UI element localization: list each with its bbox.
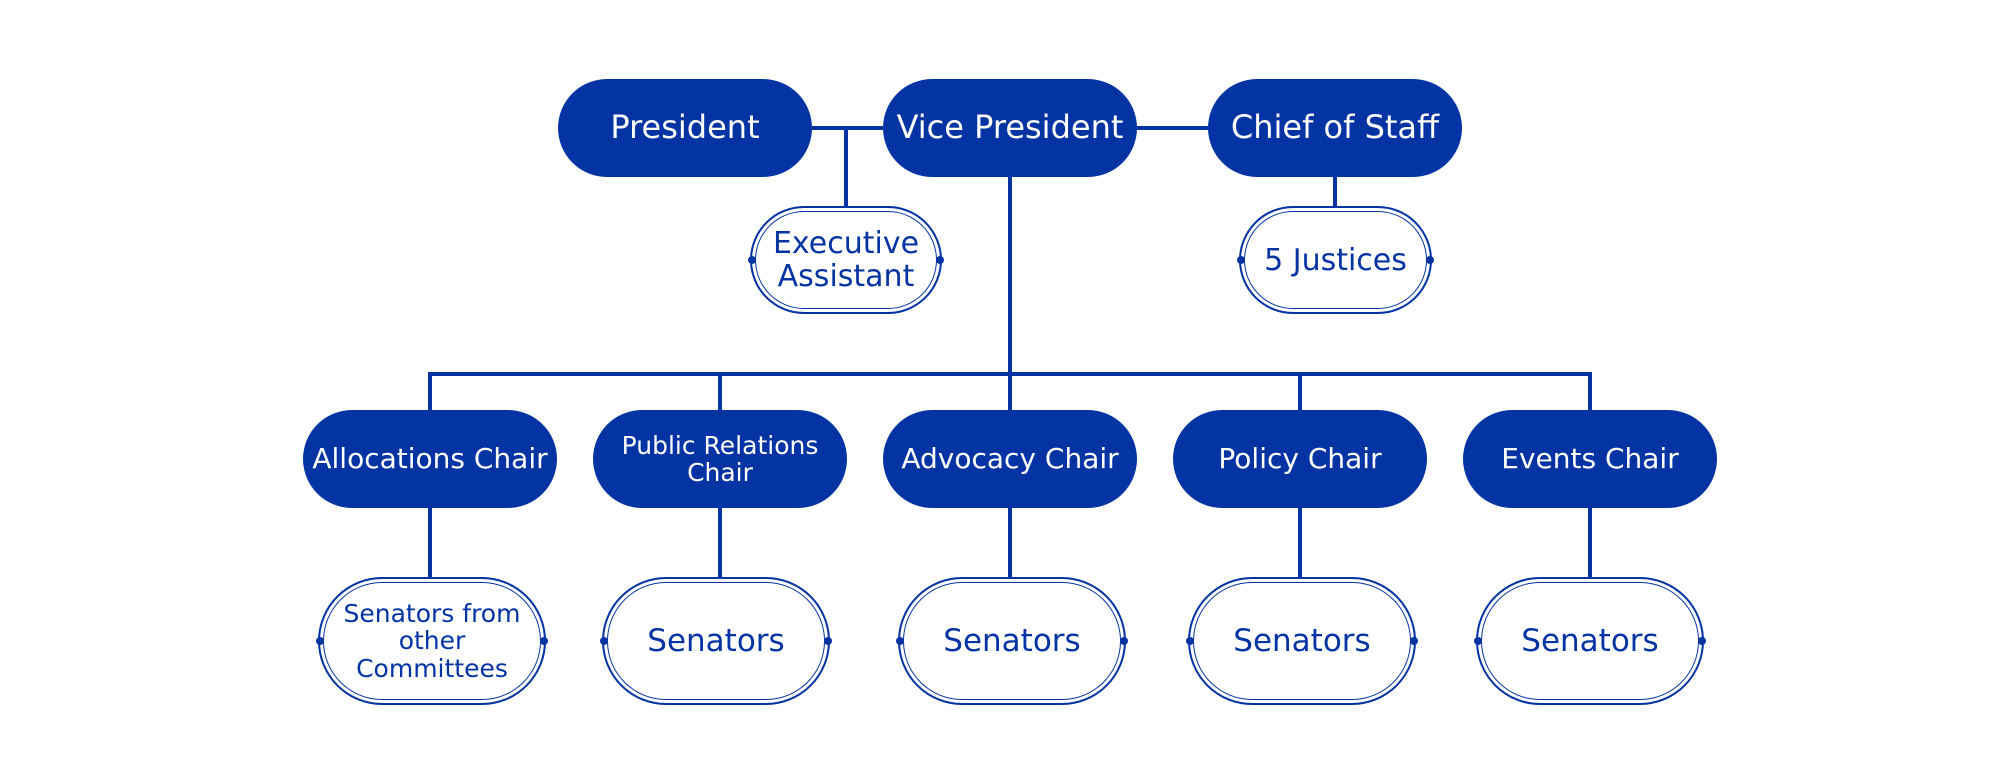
president-label: President bbox=[610, 108, 760, 147]
members-label: Senators bbox=[943, 622, 1081, 659]
allocations-members-node: Senators from other Committees bbox=[316, 577, 548, 705]
node-dot bbox=[1237, 256, 1245, 264]
executive-assistant-label: Executive Assistant bbox=[772, 226, 920, 294]
chief-of-staff-node: Chief of Staff bbox=[1208, 79, 1462, 177]
chief-of-staff-label: Chief of Staff bbox=[1230, 108, 1440, 147]
node-dot bbox=[1426, 256, 1434, 264]
node-dot bbox=[824, 637, 832, 645]
chair-label: Events Chair bbox=[1501, 441, 1679, 475]
node-dot bbox=[316, 637, 324, 645]
justices-label: 5 Justices bbox=[1264, 242, 1407, 278]
node-dot bbox=[1698, 637, 1706, 645]
events-members-node: Senators bbox=[1474, 577, 1706, 705]
events-chair-node: Events Chair bbox=[1463, 410, 1717, 508]
advocacy-chair-node: Advocacy Chair bbox=[883, 410, 1137, 508]
executive-assistant-node: Executive Assistant bbox=[748, 206, 944, 314]
node-dot bbox=[936, 256, 944, 264]
node-dot bbox=[1474, 637, 1482, 645]
chair-label: Public Relations Chair bbox=[621, 430, 819, 487]
justices-node: 5 Justices bbox=[1237, 206, 1434, 314]
public-relations-members-node: Senators bbox=[600, 577, 832, 705]
vice-president-node: Vice President bbox=[883, 79, 1137, 177]
chair-label: Advocacy Chair bbox=[901, 441, 1119, 475]
allocations-chair-node: Allocations Chair bbox=[303, 410, 557, 508]
node-dot bbox=[748, 256, 756, 264]
president-node: President bbox=[558, 79, 812, 177]
policy-members-node: Senators bbox=[1186, 577, 1418, 705]
members-label: Senators from other Committees bbox=[343, 598, 521, 683]
advocacy-members-node: Senators bbox=[896, 577, 1128, 705]
node-dot bbox=[600, 637, 608, 645]
policy-chair-node: Policy Chair bbox=[1173, 410, 1427, 508]
members-label: Senators bbox=[1521, 622, 1659, 659]
vice-president-label: Vice President bbox=[896, 108, 1124, 147]
public-relations-chair-node: Public Relations Chair bbox=[593, 410, 847, 508]
chair-label: Policy Chair bbox=[1218, 441, 1382, 475]
node-dot bbox=[540, 637, 548, 645]
node-dot bbox=[1120, 637, 1128, 645]
node-dot bbox=[1186, 637, 1194, 645]
chair-label: Allocations Chair bbox=[312, 441, 548, 475]
members-label: Senators bbox=[647, 622, 785, 659]
node-dot bbox=[896, 637, 904, 645]
node-dot bbox=[1410, 637, 1418, 645]
members-label: Senators bbox=[1233, 622, 1371, 659]
